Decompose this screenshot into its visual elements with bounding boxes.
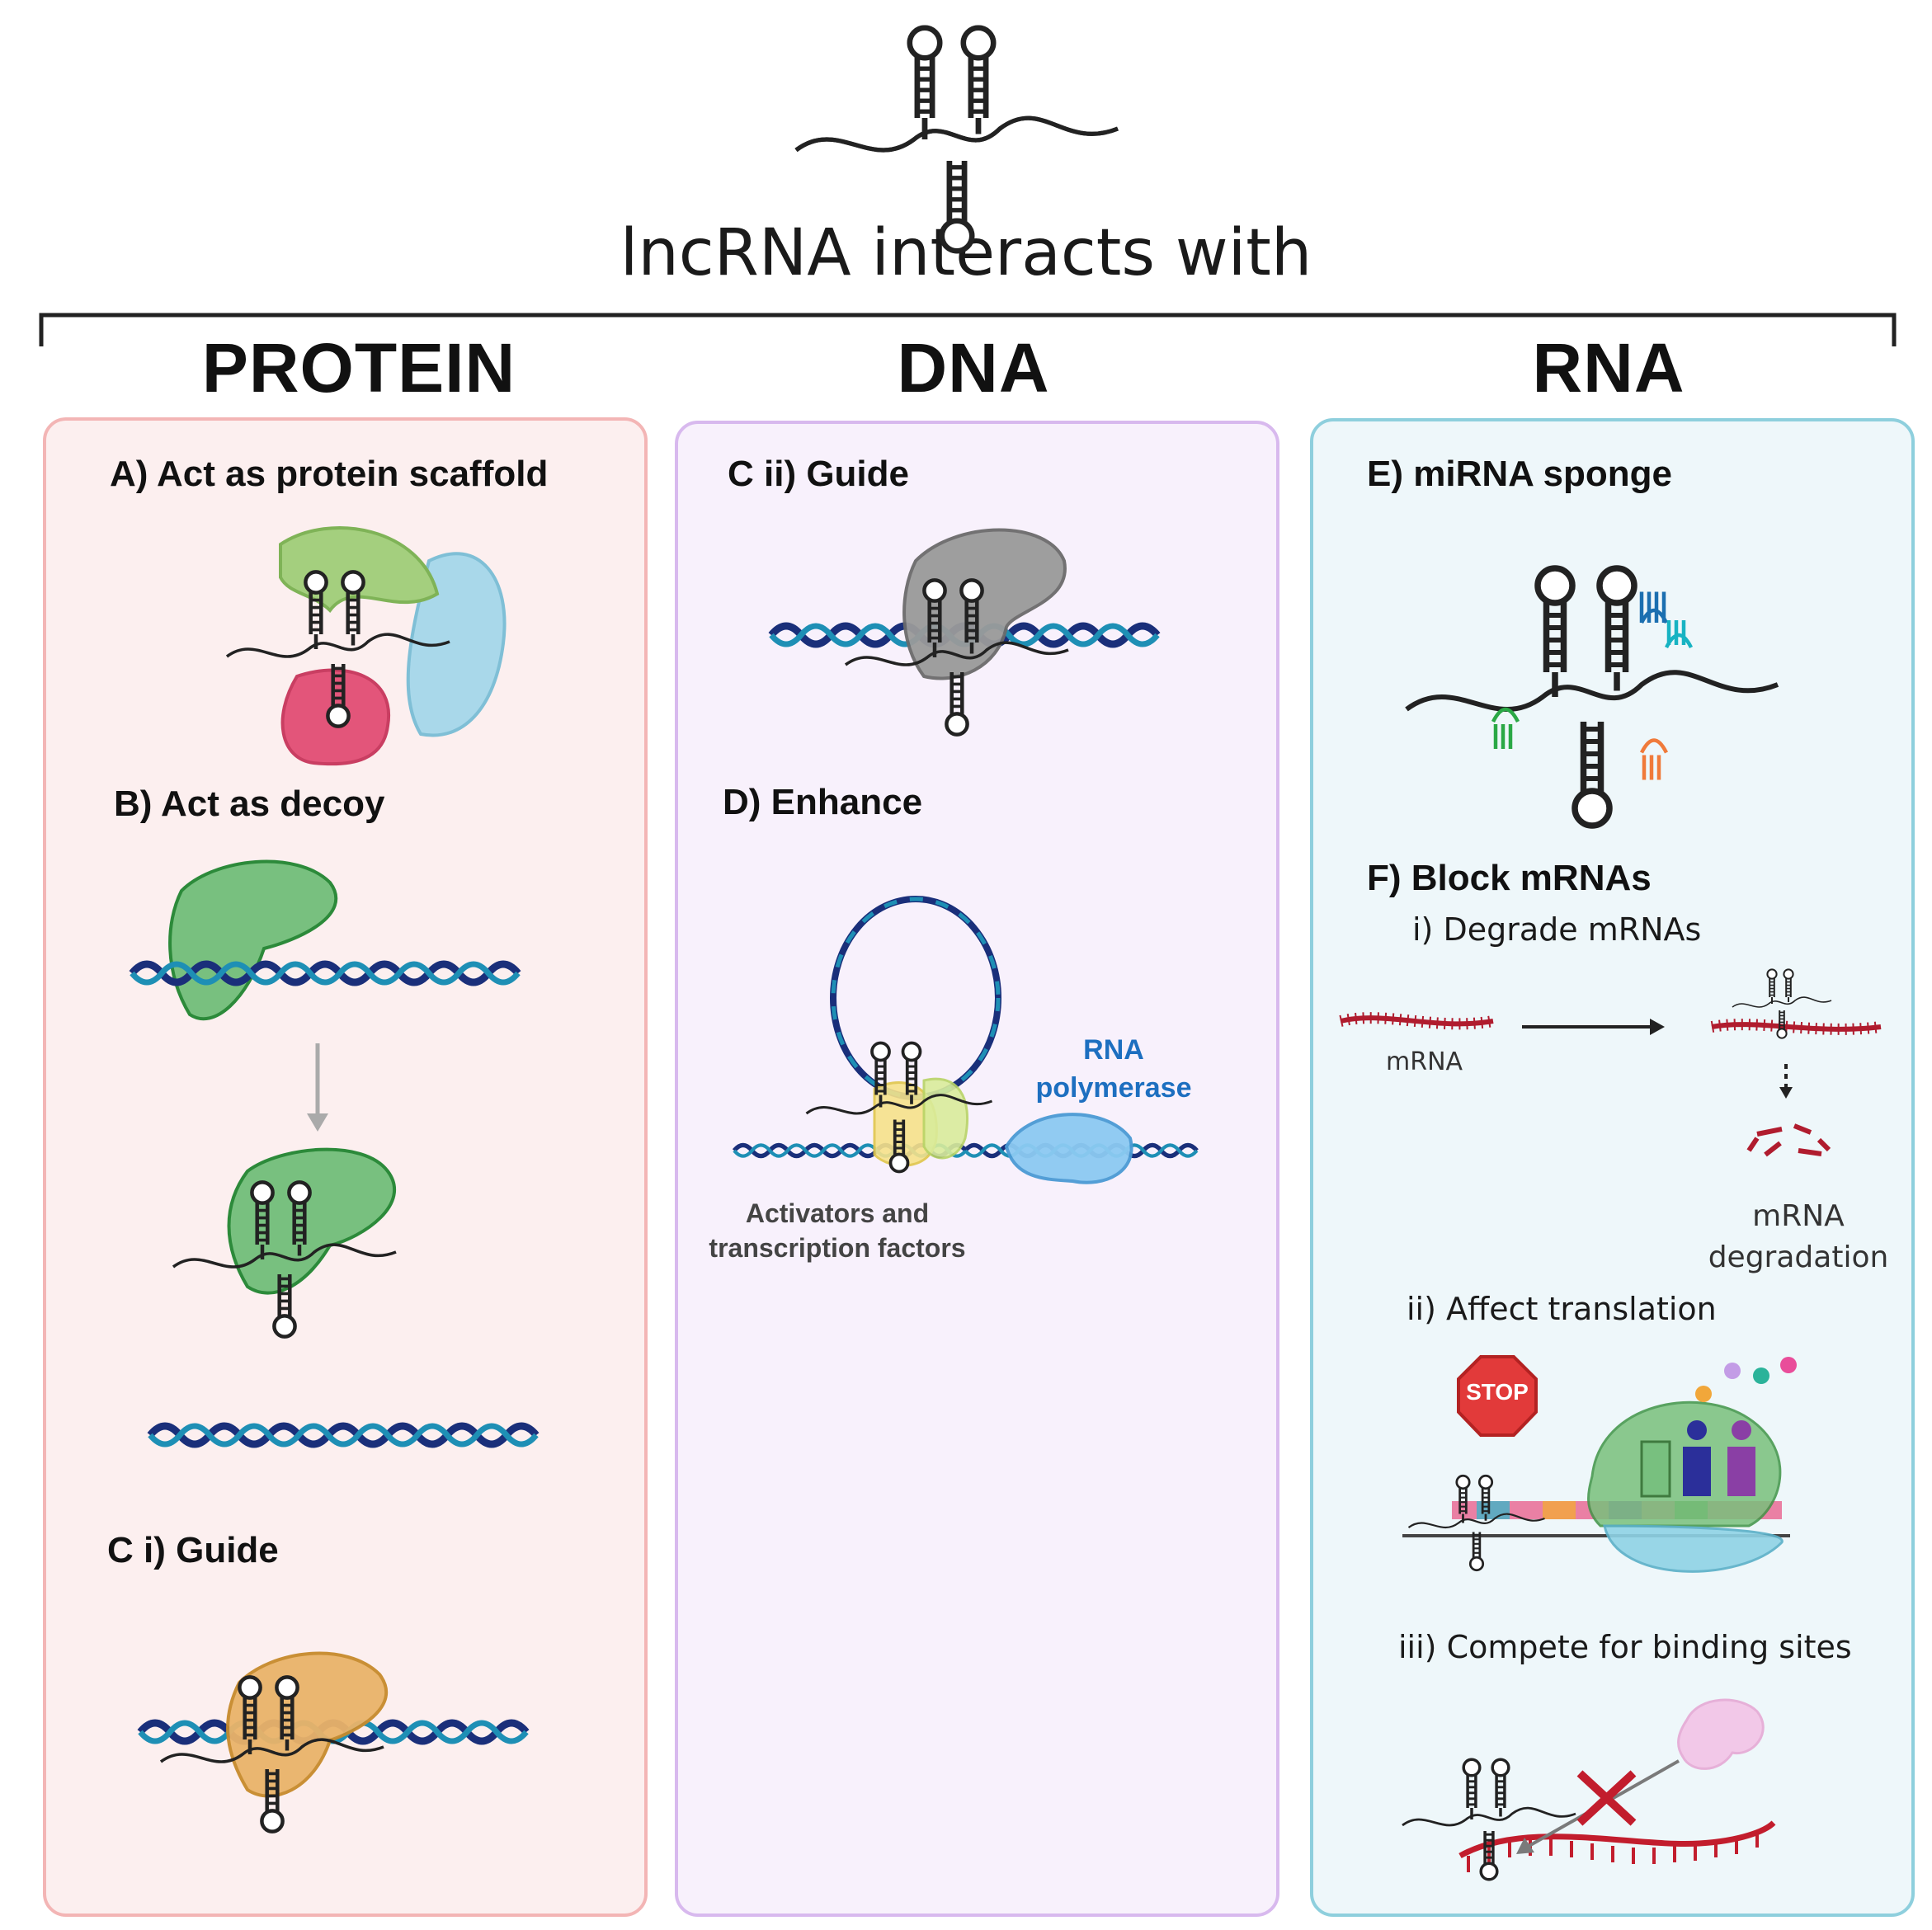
polymerase-line-1: RNA [1083,1034,1144,1066]
column-heading-dna: DNA [897,329,1050,407]
polymerase-line-2: polymerase [1035,1072,1192,1104]
label-dna-guide: C ii) Guide [728,454,909,494]
degradation-line-1: mRNA [1752,1199,1845,1233]
label-activators: Activators and transcription factors [705,1196,969,1265]
label-mirna-sponge: E) miRNA sponge [1367,454,1672,494]
label-decoy: B) Act as decoy [114,784,385,824]
label-affect-translation: ii) Affect translation [1407,1291,1717,1327]
label-protein-guide: C i) Guide [107,1530,279,1570]
label-block-mrnas: F) Block mRNAs [1367,858,1652,898]
label-rna-polymerase: RNA polymerase [1019,1031,1209,1107]
label-mrna-degradation: mRNA degradation [1699,1196,1897,1278]
label-mrna: mRNA [1386,1047,1463,1076]
label-enhance: D) Enhance [723,782,923,822]
rna-panel [1310,418,1915,1917]
degradation-line-2: degradation [1708,1240,1889,1274]
column-heading-protein: PROTEIN [201,329,516,407]
activators-line-2: transcription factors [709,1233,966,1263]
label-protein-scaffold: A) Act as protein scaffold [110,454,549,494]
label-compete-binding: iii) Compete for binding sites [1398,1629,1852,1665]
activators-line-1: Activators and [745,1198,930,1228]
label-degrade-mrnas: i) Degrade mRNAs [1412,911,1702,948]
column-heading-rna: RNA [1532,329,1685,407]
stop-sign-text: STOP [1466,1379,1529,1405]
